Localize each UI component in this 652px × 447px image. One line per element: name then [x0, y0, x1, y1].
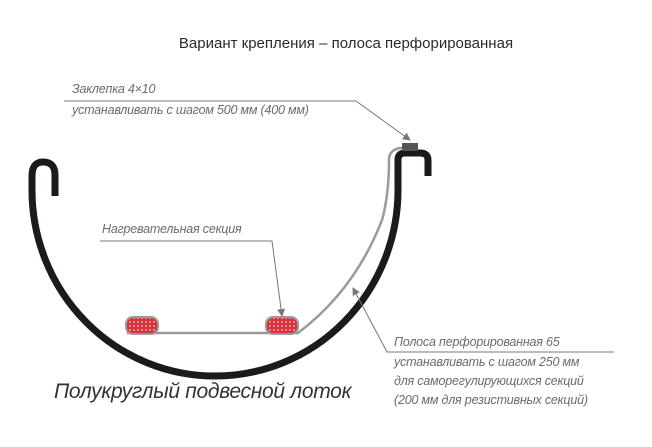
strip-spacing-label: устанавливать с шагом 250 мм	[394, 355, 580, 369]
heater-section-left	[125, 316, 159, 335]
rivet-spacing-label: устанавливать с шагом 500 мм (400 мм)	[72, 103, 309, 117]
rivet	[402, 143, 418, 151]
diagram-caption: Полукруглый подвесной лоток	[54, 380, 352, 403]
perforated-strip	[127, 146, 418, 335]
strip-resistive-label: (200 мм для резистивных секций)	[394, 393, 588, 407]
rivet-label: Заклепка 4×10	[72, 82, 156, 96]
gutter-profile	[28, 149, 432, 380]
heater-leader	[100, 240, 286, 317]
strip-label: Полоса перфорированная 65	[394, 335, 560, 349]
strip-self-regulating-label: для саморегулирующихся секций	[394, 374, 584, 388]
heater-section-right	[265, 316, 299, 335]
heater-label: Нагревательная секция	[102, 222, 242, 236]
strip-leader	[352, 287, 614, 353]
rivet-leader	[64, 100, 411, 141]
diagram-title: Вариант крепления – полоса перфорированн…	[178, 35, 514, 52]
